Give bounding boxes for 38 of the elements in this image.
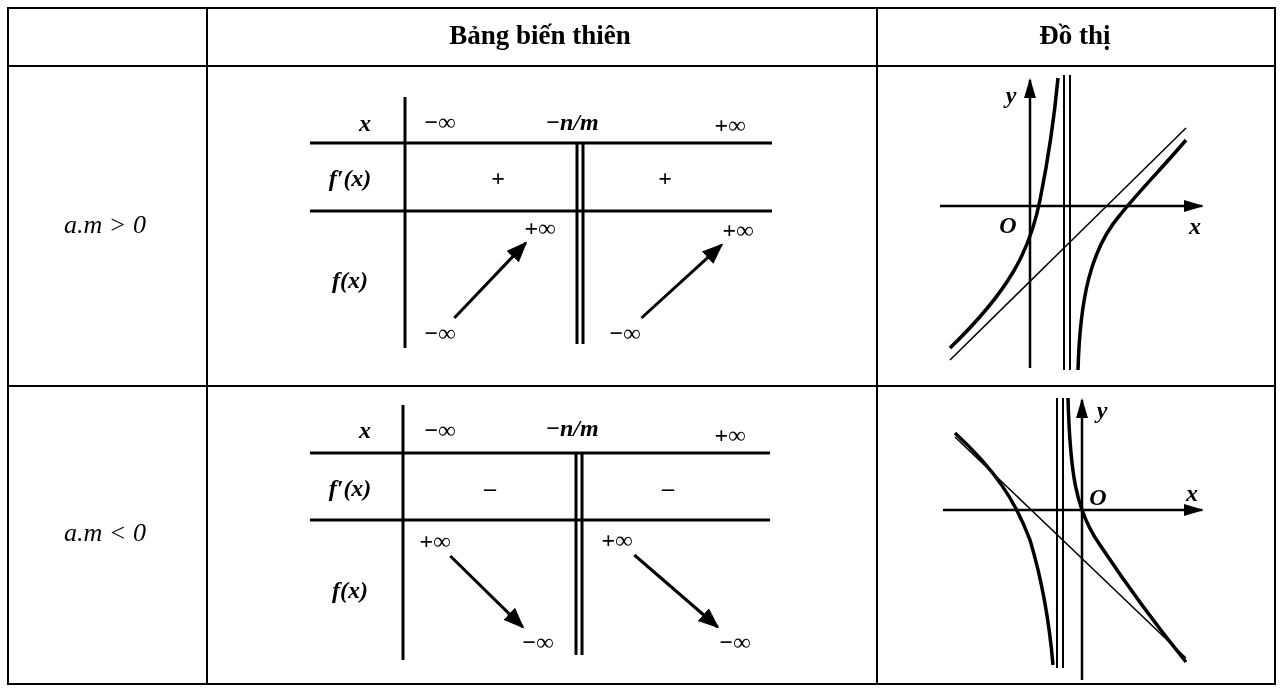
column-header: Bảng biến thiên: [449, 21, 631, 49]
limit-value: −∞: [522, 630, 554, 654]
limit-value: −∞: [719, 630, 751, 654]
limit-value: +∞: [601, 528, 633, 552]
limit-value: +∞: [722, 218, 754, 242]
sign-label: –: [484, 476, 496, 500]
arrow: [449, 554, 525, 629]
table-value: −∞: [424, 110, 456, 134]
column-header: Đồ thị: [1039, 21, 1111, 49]
row-header: f(x): [332, 268, 368, 292]
row-header: f′(x): [328, 476, 372, 500]
row-header: x: [359, 418, 371, 442]
limit-value: +∞: [419, 529, 451, 553]
table-value: +∞: [714, 423, 746, 447]
row-header: f(x): [332, 578, 368, 602]
origin-label: O: [1089, 485, 1107, 509]
arrow: [633, 553, 720, 629]
arrow: [453, 241, 528, 320]
condition-label: a.m > 0: [64, 212, 146, 238]
row-header: x: [359, 111, 371, 135]
table-value: −∞: [424, 418, 456, 442]
axis-label: y: [1005, 83, 1017, 107]
sign-label: +: [491, 166, 505, 190]
table-value: +∞: [714, 113, 746, 137]
row-header: f′(x): [328, 166, 372, 190]
table-value: −n/m: [545, 416, 599, 440]
condition-label: a.m < 0: [64, 520, 146, 546]
table-value: −n/m: [545, 110, 599, 134]
axis-label: y: [1096, 398, 1108, 422]
sign-label: –: [662, 476, 674, 500]
origin-label: O: [999, 213, 1017, 237]
limit-value: −∞: [424, 321, 456, 345]
axis-label: x: [1189, 214, 1201, 238]
arrow: [640, 243, 724, 320]
limit-value: +∞: [524, 216, 556, 240]
limit-value: −∞: [609, 321, 641, 345]
sign-label: +: [658, 166, 672, 190]
axis-label: x: [1186, 481, 1198, 505]
